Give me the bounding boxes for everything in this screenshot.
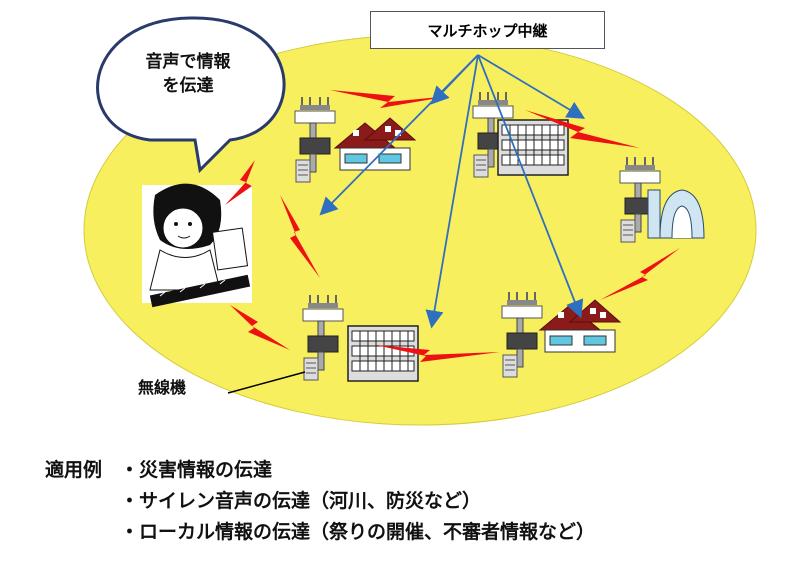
examples-row-1: 適用例 ・災害情報の伝達 xyxy=(45,455,595,486)
examples-row-2: ・サイレン音声の伝達（河川、防災など） xyxy=(45,486,595,517)
examples-indent xyxy=(45,517,120,548)
examples-row-3: ・ローカル情報の伝達（祭りの開催、不審者情報など） xyxy=(45,517,595,548)
operator-person-icon xyxy=(142,183,252,308)
speech-bubble xyxy=(96,16,286,174)
example-item: ・ローカル情報の伝達（祭りの開催、不審者情報など） xyxy=(120,521,596,543)
multihop-arrows xyxy=(319,54,586,329)
radio-callout-line xyxy=(227,371,306,394)
multihop-relay-label: マルチホップ中継 xyxy=(370,11,605,49)
multihop-relay-text: マルチホップ中継 xyxy=(427,21,548,40)
examples-indent xyxy=(45,486,120,517)
speech-bubble-text: 音声で情報を伝達 xyxy=(118,50,258,98)
examples-heading: 適用例 xyxy=(45,459,103,481)
radio-label: 無線機 xyxy=(138,374,186,398)
wireless-link-bolts xyxy=(225,90,680,362)
example-item: ・災害情報の伝達 xyxy=(120,459,273,481)
speech-bubble-label: 音声で情報を伝達 xyxy=(145,52,231,96)
radio-label-text: 無線機 xyxy=(138,378,187,397)
example-item: ・サイレン音声の伝達（河川、防災など） xyxy=(120,490,482,512)
relay-station-3 xyxy=(619,156,705,243)
application-examples: 適用例 ・災害情報の伝達 ・サイレン音声の伝達（河川、防災など） ・ローカル情報… xyxy=(45,455,595,548)
